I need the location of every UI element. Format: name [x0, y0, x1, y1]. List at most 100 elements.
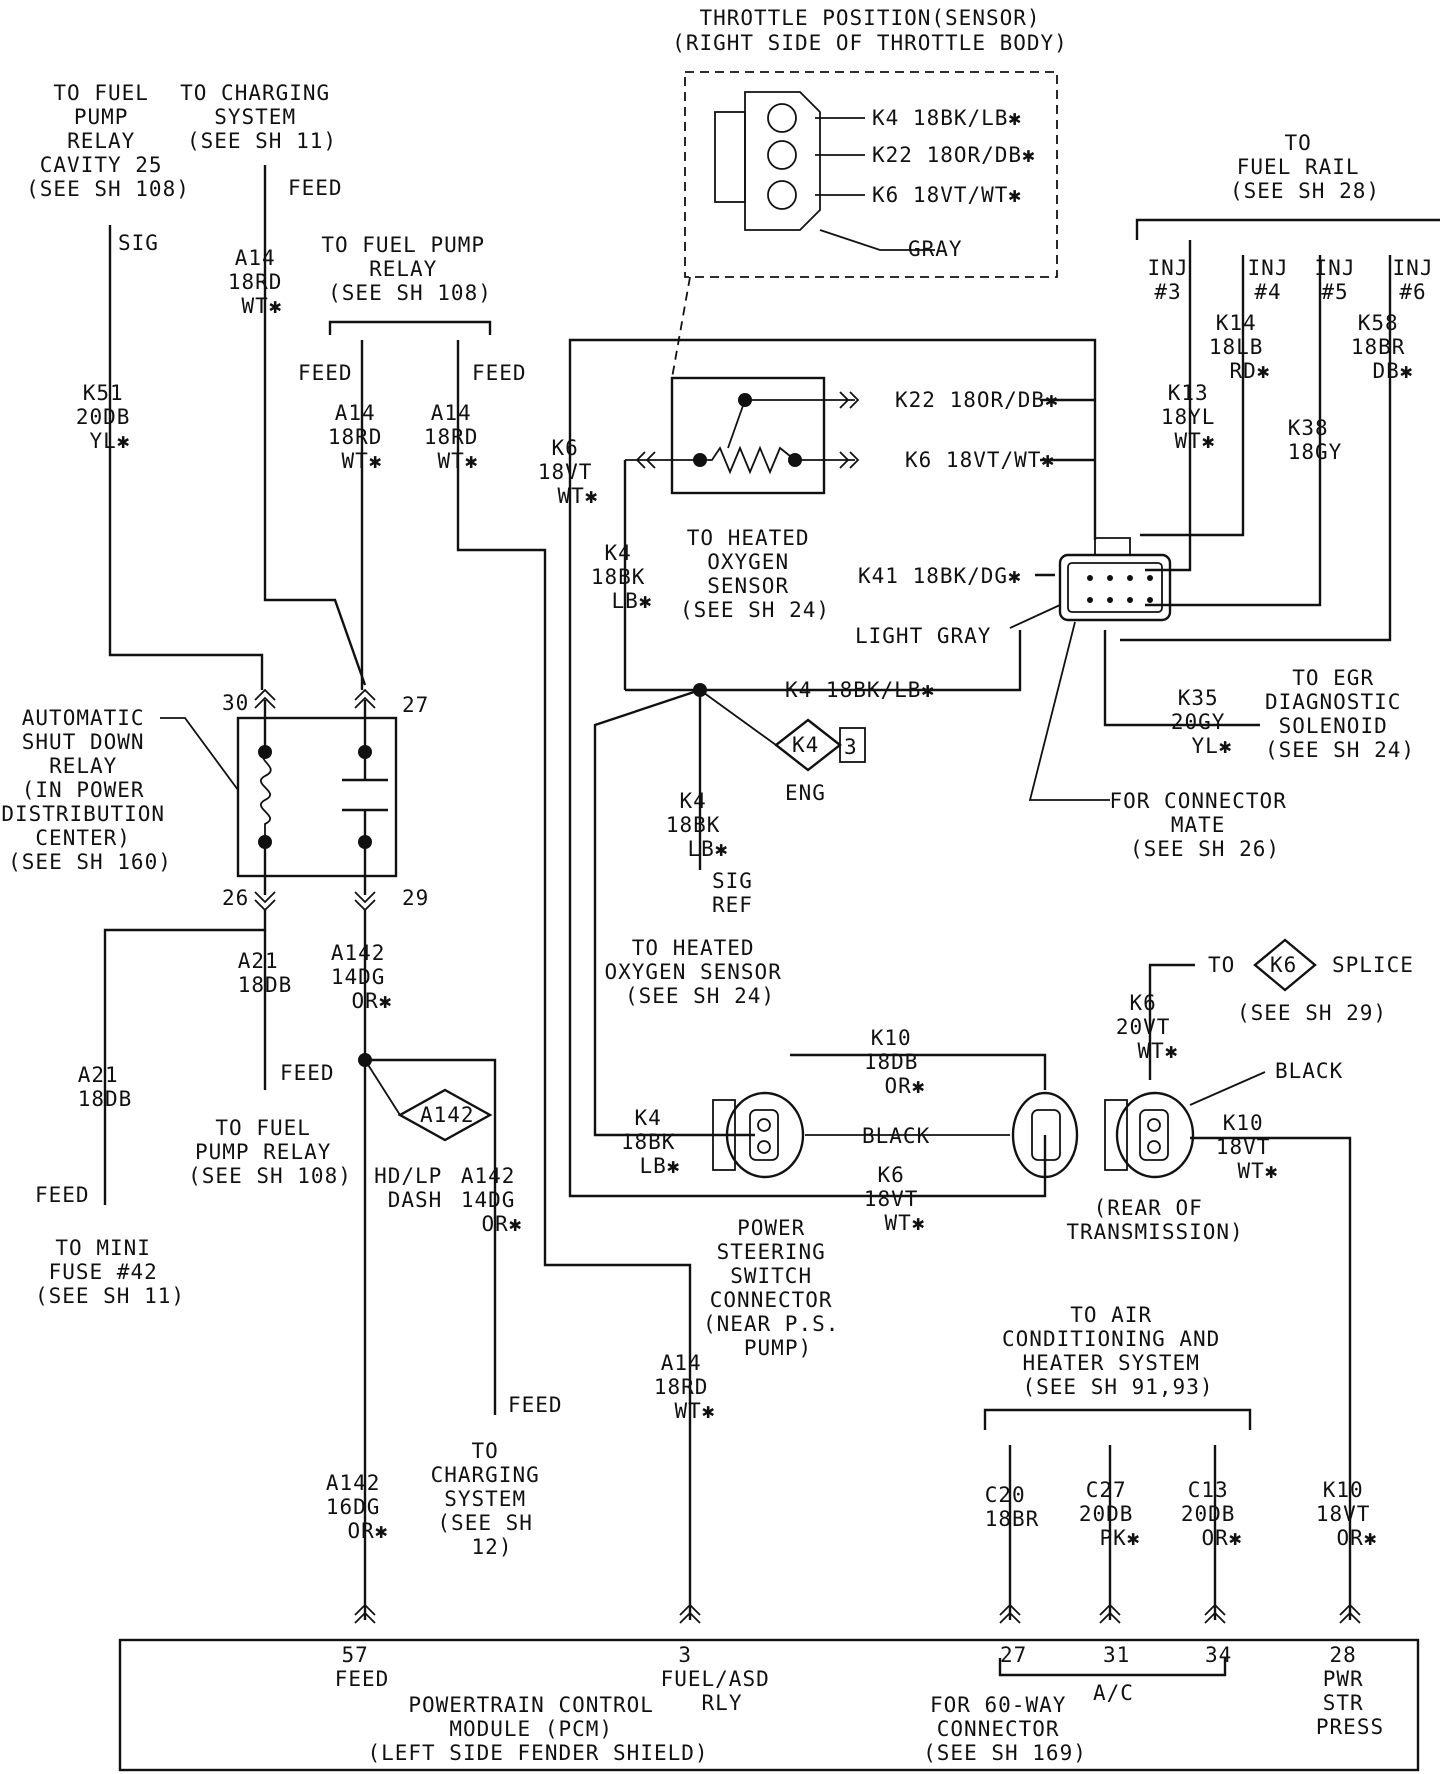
k22-mid-label: K22 18OR/DB✱	[895, 388, 1059, 412]
a21-upper-label: A21 18DB	[238, 949, 293, 997]
k6-left-label: K6 18VT WT✱	[538, 436, 606, 508]
tps-connector	[714, 91, 821, 231]
black-mid-label: BLACK	[862, 1124, 930, 1148]
sig-ref-label: SIG REF	[712, 869, 767, 917]
feed-mini-label: FEED	[35, 1183, 90, 1207]
pcm-34-label: 34	[1205, 1643, 1232, 1667]
light-gray-label: LIGHT GRAY	[855, 624, 991, 648]
fuel-pump-relay-cavity-label: TO FUEL PUMP RELAY CAVITY 25 (SEE SH 108…	[26, 81, 190, 201]
k4-left-label: K4 18BK LB✱	[591, 541, 659, 613]
heated-o2-top-label: TO HEATED OXYGEN SENSOR (SEE SH 24)	[680, 526, 830, 622]
connector-mate-label: FOR CONNECTOR MATE (SEE SH 26)	[1109, 789, 1300, 861]
tps-gray-label: GRAY	[908, 237, 963, 261]
k10-lower-label: K10 18VT OR✱	[1316, 1478, 1384, 1550]
a21-lower-label: A21 18DB	[78, 1063, 133, 1111]
feed-top-label: FEED	[288, 176, 343, 200]
pcm-ac-label: A/C	[1093, 1681, 1134, 1705]
tps-k22-label: K22 18OR/DB✱	[872, 143, 1036, 167]
see-sh29-label: (SEE SH 29)	[1237, 1001, 1387, 1025]
k4-conn-label: K4 18BK LB✱	[621, 1106, 689, 1178]
inj6-label: INJ#6	[1393, 256, 1434, 304]
k6-mid-label: K6 18VT/WT✱	[905, 448, 1055, 472]
a142-diamond-label: A142	[420, 1103, 475, 1127]
pcm-57-label: 57 FEED	[335, 1643, 390, 1691]
a142-right-label: A142 14DG OR✱	[461, 1164, 529, 1236]
rear-transmission-connectors	[712, 1071, 1266, 1179]
heated-o2-low-label: TO HEATED OXYGEN SENSOR (SEE SH 24)	[604, 936, 795, 1008]
pin27-label: 27	[402, 693, 429, 717]
diamond-3-label: 3	[844, 735, 858, 759]
pin30-label: 30	[222, 691, 249, 715]
labels: THROTTLE POSITION(SENSOR)(RIGHT SIDE OF …	[1, 6, 1434, 1765]
a142-upper-label: A142 14DG OR✱	[331, 941, 399, 1013]
fuel-rail-label: TO FUEL RAIL (SEE SH 28)	[1230, 131, 1380, 203]
inj4-label: INJ#4	[1248, 256, 1289, 304]
k51-label: K51 20DB YL✱	[76, 381, 144, 453]
pcm-3-label: 3 FUEL/ASD RLY	[661, 1643, 784, 1715]
feed-right-label: FEED	[472, 361, 527, 385]
sig-top-label: SIG	[118, 231, 159, 255]
pcm-31-label: 31	[1103, 1643, 1130, 1667]
wires	[103, 71, 1440, 1772]
k10-top-label: K10 18DB OR✱	[864, 1026, 932, 1098]
charging-low-label: TO CHARGING SYSTEM (SEE SH 12)	[431, 1439, 554, 1559]
pcm-title: POWERTRAIN CONTROL MODULE (PCM) (LEFT SI…	[367, 1693, 708, 1765]
ps-switch-label: POWER STEERING SWITCH CONNECTOR (NEAR P.…	[703, 1216, 853, 1360]
k6-conn-label: K6 18VT WT✱	[864, 1163, 932, 1235]
k4-splice-label: K4 18BK/LB✱	[785, 678, 935, 702]
a14-top-label: A14 18RD WT✱	[228, 246, 296, 318]
pin29-label: 29	[402, 886, 429, 910]
c27-label: C27 20DB PK✱	[1079, 1478, 1147, 1550]
charging-system-top-label: TO CHARGING SYSTEM (SEE SH 11)	[180, 81, 344, 153]
injector-harness-connector	[1009, 537, 1172, 801]
c13-label: C13 20DB OR✱	[1181, 1478, 1249, 1550]
to-fuel-pump-relay-label: TO FUEL PUMP RELAY (SEE SH 108)	[321, 233, 498, 305]
k35-label: K35 20GY YL✱	[1171, 686, 1239, 758]
k41-label: K41 18BK/DG✱	[858, 564, 1022, 588]
rear-trans-label: (REAR OF TRANSMISSION)	[1066, 1196, 1243, 1244]
k58-label: K58 18BR DB✱	[1351, 311, 1419, 383]
tps-switch-box	[670, 376, 826, 495]
k4-diamond-label: K4	[792, 733, 819, 757]
asd-relay-box	[236, 716, 398, 878]
feed-left-label: FEED	[298, 361, 353, 385]
a14-mid-right-label: A14 18RD WT✱	[424, 401, 492, 473]
pcm-60way-label: FOR 60-WAY CONNECTOR (SEE SH 169)	[923, 1693, 1087, 1765]
pcm-27-label: 27	[1000, 1643, 1027, 1667]
egr-label: TO EGR DIAGNOSTIC SOLENOID (SEE SH 24)	[1265, 666, 1415, 762]
a14-lower-label: A14 18RD WT✱	[654, 1351, 722, 1423]
pcm-box	[118, 1638, 1420, 1772]
black-right-label: BLACK	[1275, 1059, 1343, 1083]
hd-lp-dash-label: HD/LP DASH	[374, 1164, 456, 1212]
mini-fuse-label: TO MINI FUSE #42 (SEE SH 11)	[35, 1236, 185, 1308]
tps-k6-label: K6 18VT/WT✱	[872, 183, 1022, 207]
ac-system-label: TO AIR CONDITIONING AND HEATER SYSTEM (S…	[1002, 1303, 1234, 1399]
pin26-label: 26	[222, 886, 249, 910]
k38-label: K38 18GY	[1288, 416, 1343, 464]
feed-a21-label: FEED	[280, 1061, 335, 1085]
k10-right-label: K10 18VT WT✱	[1216, 1111, 1284, 1183]
c20-label: C20 18BR	[985, 1483, 1040, 1531]
k6-diamond-label: K6	[1270, 953, 1297, 977]
tps-k4-label: K4 18BK/LB✱	[872, 106, 1022, 130]
tps-title: THROTTLE POSITION(SENSOR)(RIGHT SIDE OF …	[672, 6, 1068, 55]
a142-lower-label: A142 16DG OR✱	[326, 1471, 394, 1543]
pcm-28-label: 28 PWR STR PRESS	[1316, 1643, 1384, 1739]
chevrons	[254, 391, 1361, 1624]
a14-mid-left-label: A14 18RD WT✱	[328, 401, 396, 473]
to-splice-label: TO	[1208, 953, 1235, 977]
k14-label: K14 18LB RD✱	[1209, 311, 1277, 383]
tps-dashed-box	[684, 71, 1058, 278]
inj5-label: INJ#5	[1315, 256, 1356, 304]
inj3-label: INJ#3	[1148, 256, 1189, 304]
k13-label: K13 18YL WT✱	[1161, 381, 1229, 453]
splice-label: SPLICE	[1332, 953, 1414, 977]
k4-low-label: K4 18BK LB✱	[666, 789, 734, 861]
k6-splice-note-label: K6 20VT WT✱	[1116, 991, 1184, 1063]
asd-relay-label: AUTOMATIC SHUT DOWN RELAY (IN POWER DIST…	[1, 706, 178, 874]
to-fuel-pump-relay-low-label: TO FUEL PUMP RELAY (SEE SH 108)	[188, 1116, 352, 1188]
feed-charging-label: FEED	[508, 1393, 563, 1417]
eng-label: ENG	[785, 781, 826, 805]
splice-diamonds	[364, 689, 1317, 1142]
